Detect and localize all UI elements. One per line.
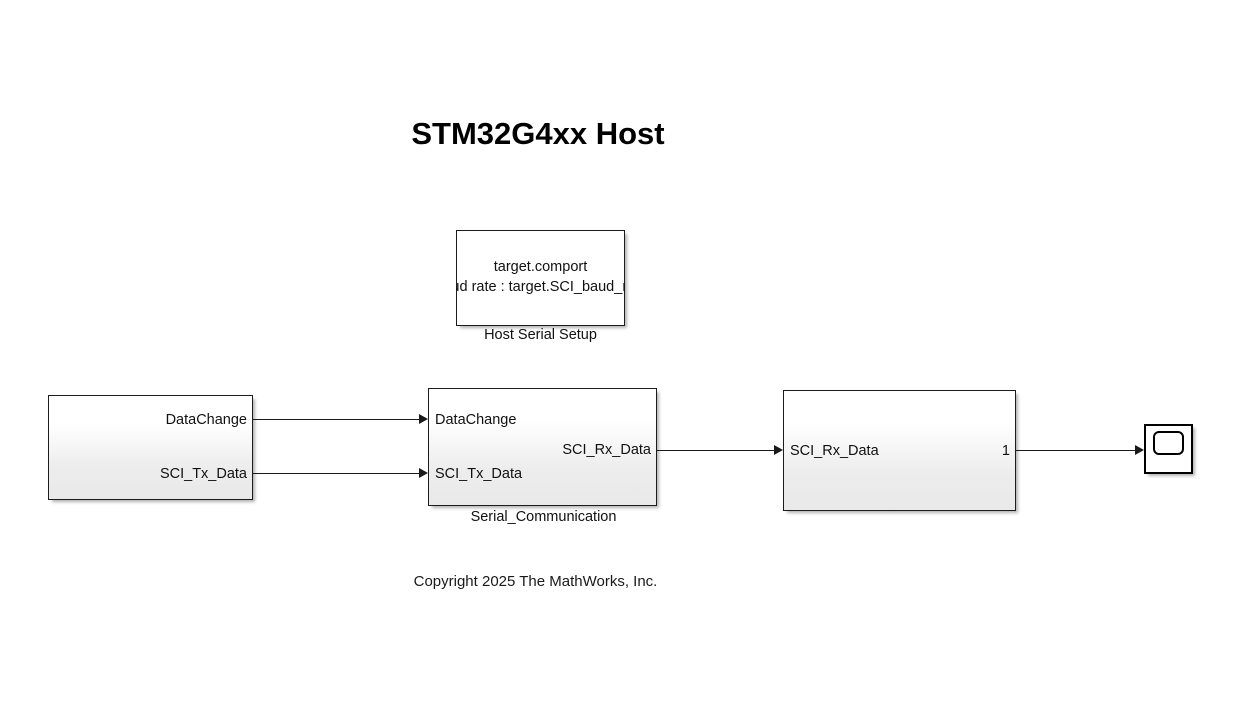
block-host-serial-setup-caption: Host Serial Setup (484, 327, 597, 343)
arrowhead-datachange-icon (419, 414, 428, 424)
wire-scope-input[interactable] (1016, 450, 1135, 451)
wire-sci-rx-data[interactable] (657, 450, 774, 451)
source-output-port-scitxdata-label: SCI_Tx_Data (159, 466, 247, 482)
serial-communication-input-port-datachange-label: DataChange (435, 412, 517, 428)
block-receiver[interactable] (783, 390, 1016, 511)
serial-communication-input-port-scitxdata-label: SCI_Tx_Data (435, 466, 523, 482)
arrowhead-sci-tx-data-icon (419, 468, 428, 478)
page-title: STM32G4xx Host (411, 116, 665, 151)
block-host-serial-setup[interactable] (456, 230, 625, 326)
arrowhead-scope-input-icon (1135, 445, 1144, 455)
host-serial-setup-comport-text: target.comport (493, 259, 588, 275)
wire-sci-tx-data[interactable] (253, 473, 419, 474)
block-serial-communication-caption: Serial_Communication (470, 509, 617, 525)
receiver-input-port-scirxdata-label: SCI_Rx_Data (790, 443, 879, 459)
arrowhead-sci-rx-data-icon (774, 445, 783, 455)
scope-icon (1153, 431, 1184, 455)
block-source[interactable] (48, 395, 253, 500)
block-serial-communication[interactable] (428, 388, 657, 506)
receiver-output-port-1-label: 1 (1001, 443, 1010, 459)
wire-datachange[interactable] (253, 419, 419, 420)
host-serial-setup-baudrate-text: Baud rate : target.SCI_baud_rate (456, 279, 625, 295)
block-host-serial-setup-text-clip: target.comport Baud rate : target.SCI_ba… (456, 230, 625, 326)
serial-communication-output-port-scirxdata-label: SCI_Rx_Data (562, 442, 651, 458)
copyright-text: Copyright 2025 The MathWorks, Inc. (413, 573, 658, 590)
source-output-port-datachange-label: DataChange (165, 412, 247, 428)
